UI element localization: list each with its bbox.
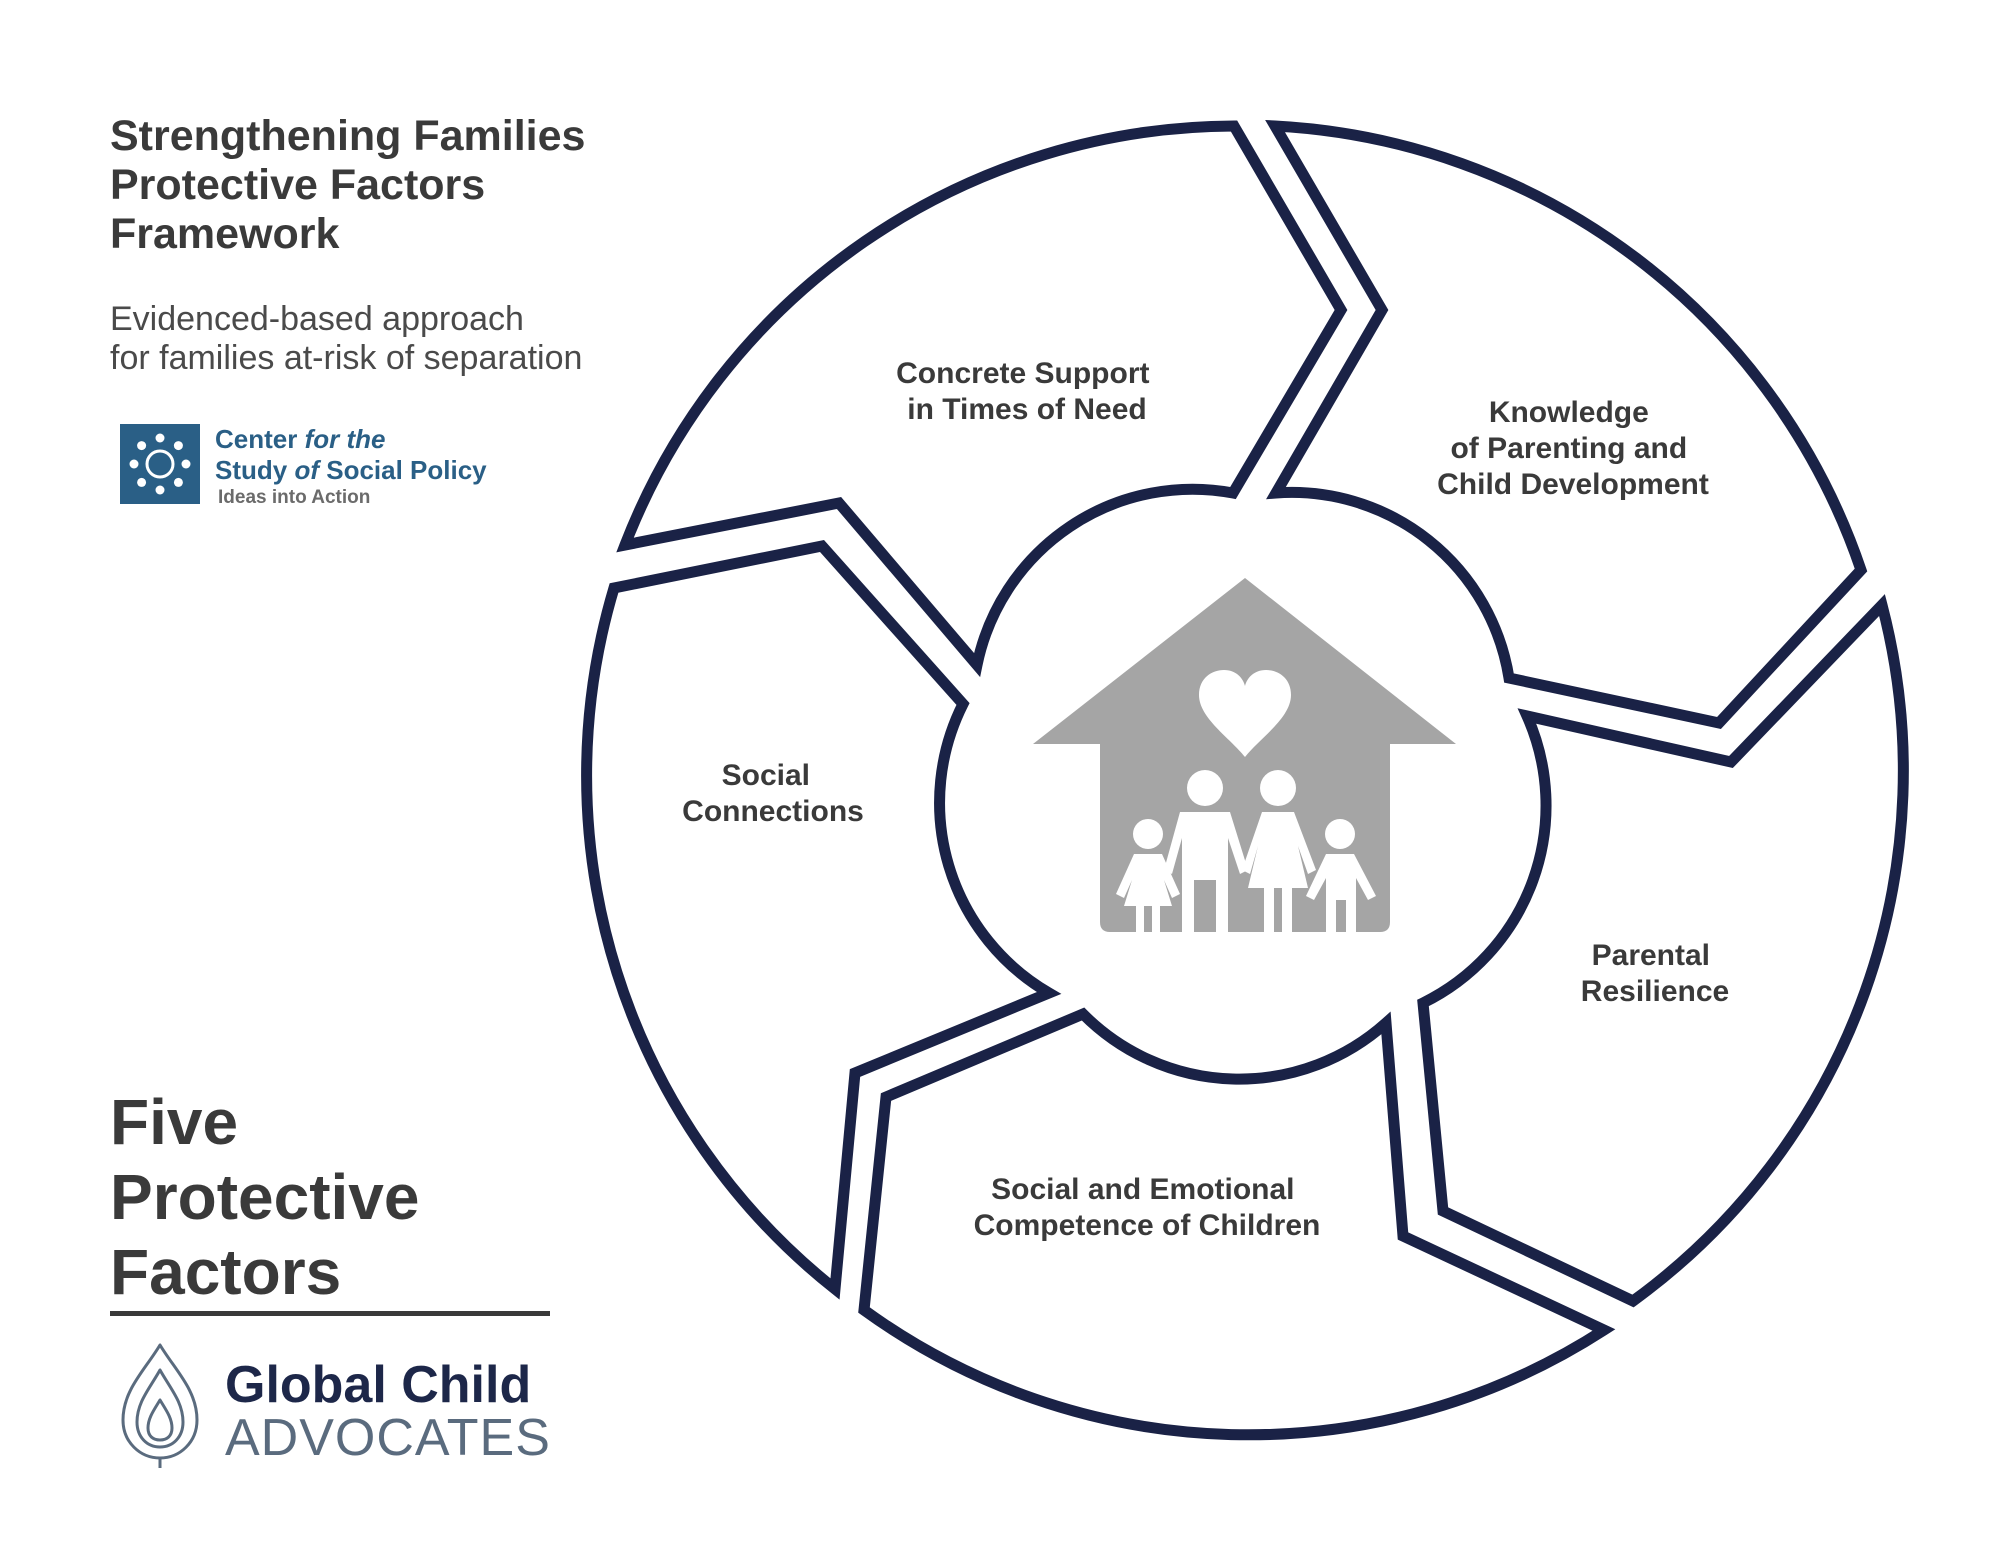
label-parental-resilience: Parental Resilience bbox=[1581, 939, 1729, 1008]
label-line: Connections bbox=[682, 795, 864, 828]
cssp-text: Social Policy bbox=[319, 455, 487, 485]
segment-concrete-support bbox=[616, 120, 1348, 678]
cssp-text-italic: for the bbox=[304, 424, 386, 454]
cssp-logo: Center for the Study of Social Policy Id… bbox=[120, 424, 540, 510]
label-line: in Times of Need bbox=[907, 393, 1147, 426]
segment-parental-resilience bbox=[1417, 594, 1909, 1308]
framework-title-line: Framework bbox=[110, 210, 340, 258]
subtitle-line: Evidenced-based approach bbox=[110, 300, 524, 338]
segment-social-connections bbox=[581, 539, 1062, 1300]
cssp-text: Center bbox=[215, 424, 305, 454]
five-factors-heading: Five Protective Factors bbox=[110, 1085, 630, 1310]
cssp-text-italic: of bbox=[294, 455, 319, 485]
cssp-name-line1: Center for the bbox=[215, 424, 385, 455]
segment-social-emotional-competence bbox=[858, 1007, 1616, 1441]
label-line: Knowledge bbox=[1489, 396, 1649, 429]
segment-knowledge-parenting bbox=[1265, 119, 1868, 730]
subtitle-line: for families at-risk of separation bbox=[110, 339, 583, 377]
label-line: Social and Emotional bbox=[991, 1173, 1294, 1206]
cssp-name-line2: Study of Social Policy bbox=[215, 455, 487, 486]
cssp-tagline: Ideas into Action bbox=[218, 487, 371, 508]
label-social-emotional-competence: Social and Emotional Competence of Child… bbox=[974, 1173, 1321, 1242]
label-line: of Parenting and bbox=[1450, 432, 1687, 465]
flame-drop-icon bbox=[121, 1343, 199, 1468]
label-line: Parental bbox=[1592, 939, 1710, 972]
label-line: Child Development bbox=[1437, 468, 1709, 501]
heading-divider bbox=[110, 1311, 550, 1316]
label-line: Concrete Support bbox=[896, 357, 1149, 390]
cssp-text: Study bbox=[215, 455, 295, 485]
label-line: Competence of Children bbox=[974, 1209, 1321, 1242]
cssp-circle-people-icon bbox=[120, 424, 200, 504]
gca-name: Global Child bbox=[225, 1356, 532, 1414]
framework-title-line: Strengthening Families bbox=[110, 112, 586, 160]
gca-subname: ADVOCATES bbox=[225, 1409, 551, 1467]
gca-logo: Global Child ADVOCATES bbox=[115, 1340, 575, 1470]
heading-line: Factors bbox=[110, 1236, 342, 1308]
label-line: Resilience bbox=[1581, 975, 1729, 1008]
framework-title: Strengthening Families Protective Factor… bbox=[110, 112, 670, 259]
framework-subtitle: Evidenced-based approach for families at… bbox=[110, 300, 730, 378]
heading-line: Protective bbox=[110, 1161, 420, 1233]
label-social-connections: Social Connections bbox=[682, 759, 864, 828]
heading-line: Five bbox=[110, 1086, 239, 1158]
label-concrete-support: Concrete Support in Times of Need bbox=[896, 357, 1158, 426]
house-family-heart-icon bbox=[1033, 578, 1456, 932]
framework-title-line: Protective Factors bbox=[110, 161, 486, 209]
label-line: Social bbox=[722, 759, 810, 792]
label-knowledge-parenting: Knowledge of Parenting and Child Develop… bbox=[1437, 396, 1709, 501]
